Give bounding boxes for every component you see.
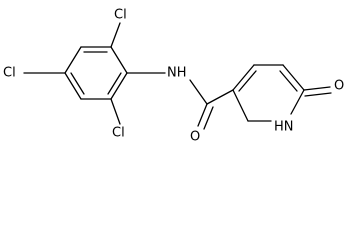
- double-bond-inner: [279, 70, 298, 92]
- chlorine-label-top: Cl: [114, 8, 127, 23]
- chlorine-label-bottom: Cl: [112, 126, 125, 141]
- bond: [282, 64, 305, 91]
- double-bond: [197, 103, 208, 127]
- chemical-structure: Cl Cl Cl NH O HN O: [3, 8, 344, 145]
- bond: [110, 98, 121, 125]
- double-bond: [303, 86, 331, 91]
- bond: [206, 89, 234, 105]
- bond: [290, 89, 305, 115]
- bond: [64, 72, 82, 100]
- double-bond-inner: [238, 70, 257, 92]
- double-bond: [203, 106, 214, 130]
- double-bond-inner: [70, 72, 85, 95]
- bond: [232, 64, 255, 91]
- chlorine-label-left: Cl: [3, 66, 16, 81]
- bond: [64, 46, 82, 74]
- bond: [189, 79, 208, 105]
- bond: [110, 22, 121, 48]
- trichlorophenyl-ring: [64, 46, 128, 100]
- carbonyl-oxygen-label: O: [190, 130, 200, 145]
- double-bond-inner: [107, 72, 122, 95]
- bond: [110, 46, 128, 74]
- ketone-oxygen-label: O: [334, 79, 344, 94]
- pyridinone-ring: [232, 64, 305, 122]
- amide-nitrogen-label: NH: [167, 66, 187, 81]
- bond: [232, 89, 249, 122]
- bond: [110, 72, 128, 100]
- double-bond: [304, 92, 332, 97]
- ring-nitrogen-label: HN: [274, 120, 294, 135]
